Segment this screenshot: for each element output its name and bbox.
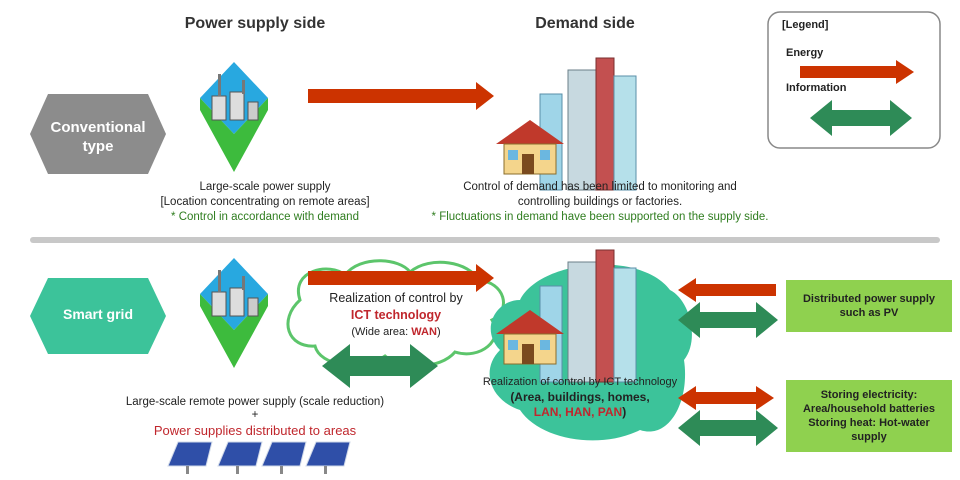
storage-box — [786, 380, 952, 452]
smartgrid-demand-line1: Realization of control by ICT technology — [482, 376, 678, 388]
storage-box-line2: Area/household batteries — [802, 403, 936, 415]
legend-information-label: Information — [786, 82, 847, 94]
storage-box-line1: Storing electricity: — [820, 389, 918, 401]
supply-side-header: Power supply side — [184, 15, 326, 32]
conventional-supply-line2: [Location concentrating on remote areas] — [160, 196, 370, 208]
storage-box-line4: supply — [851, 431, 887, 443]
smartgrid-supply-line2: Power supplies distributed to areas — [153, 423, 357, 438]
smartgrid-demand-text: Realization of control by ICT technology… — [470, 375, 690, 420]
solar-panel-icon — [167, 441, 351, 474]
wan-cloud — [286, 259, 505, 368]
smartgrid-supply-text: Large-scale remote power supply (scale r… — [100, 396, 410, 439]
wan-line1: Realization of control by — [329, 291, 463, 305]
smartgrid-demand-line3: LAN, HAN, PAN) — [470, 405, 690, 420]
smartgrid-energy-arrow — [308, 264, 494, 292]
smartgrid-label: Smart grid — [62, 306, 133, 322]
demand-side-header: Demand side — [535, 15, 635, 32]
power-plant-icon — [200, 62, 268, 172]
pv-box-line2: such as PV — [839, 307, 899, 319]
conventional-supply-text: Large-scale power supply [Location conce… — [130, 180, 400, 225]
wan-line3-suffix: ) — [436, 326, 441, 338]
smartgrid-supply-line1: Large-scale remote power supply (scale r… — [125, 396, 385, 408]
pv-energy-arrow — [678, 278, 776, 302]
conventional-label-line2: type — [82, 138, 114, 155]
smartgrid-hexagon — [30, 278, 166, 354]
conventional-label: Conventional type — [30, 118, 166, 156]
conventional-supply-note: * Control in accordance with demand — [171, 211, 359, 223]
conventional-demand-line2: controlling buildings or factories. — [517, 196, 683, 208]
pv-box-line1: Distributed power supply — [802, 293, 935, 305]
legend-box — [767, 11, 941, 149]
power-plant-icon — [200, 258, 268, 368]
section-divider — [30, 237, 940, 243]
conventional-demand-note: * Fluctuations in demand have been suppo… — [431, 211, 769, 223]
wan-line3: (Wide area: WAN) — [306, 324, 486, 341]
demand-line3-suffix: ) — [622, 405, 627, 419]
conventional-hexagon — [30, 94, 166, 174]
wan-line2: ICT technology — [350, 308, 442, 322]
pv-box-text: Distributed power supply such as PV — [786, 292, 952, 320]
legend-energy-arrow — [800, 60, 914, 84]
storage-box-line3: Storing heat: Hot-water — [808, 417, 930, 429]
lan-han-pan: LAN, HAN, PAN — [533, 405, 623, 419]
pv-box — [786, 280, 952, 332]
legend-energy-label: Energy — [786, 47, 824, 59]
storage-info-arrow — [678, 410, 778, 446]
legend-info-arrow — [810, 100, 912, 136]
house-icon — [496, 310, 564, 365]
wan-cloud-text: Realization of control by ICT technology… — [306, 290, 486, 341]
conventional-label-line1: Conventional — [50, 119, 146, 136]
legend-title: [Legend] — [782, 19, 829, 31]
wan-line3-prefix: (Wide area: — [351, 326, 412, 338]
pv-info-arrow — [678, 302, 778, 338]
smartgrid-info-arrow — [322, 344, 438, 388]
wan-label: WAN — [411, 326, 437, 338]
smartgrid-demand-line2: (Area, buildings, homes, — [510, 390, 650, 404]
storage-energy-arrow — [678, 386, 774, 410]
conventional-demand-line1: Control of demand has been limited to mo… — [463, 181, 737, 193]
conventional-energy-arrow — [308, 82, 494, 110]
conventional-demand-text: Control of demand has been limited to mo… — [410, 180, 790, 225]
conventional-supply-line1: Large-scale power supply — [199, 181, 331, 193]
smartgrid-supply-plus: + — [251, 409, 259, 421]
house-icon — [496, 120, 564, 175]
storage-box-text: Storing electricity: Area/household batt… — [786, 388, 952, 444]
